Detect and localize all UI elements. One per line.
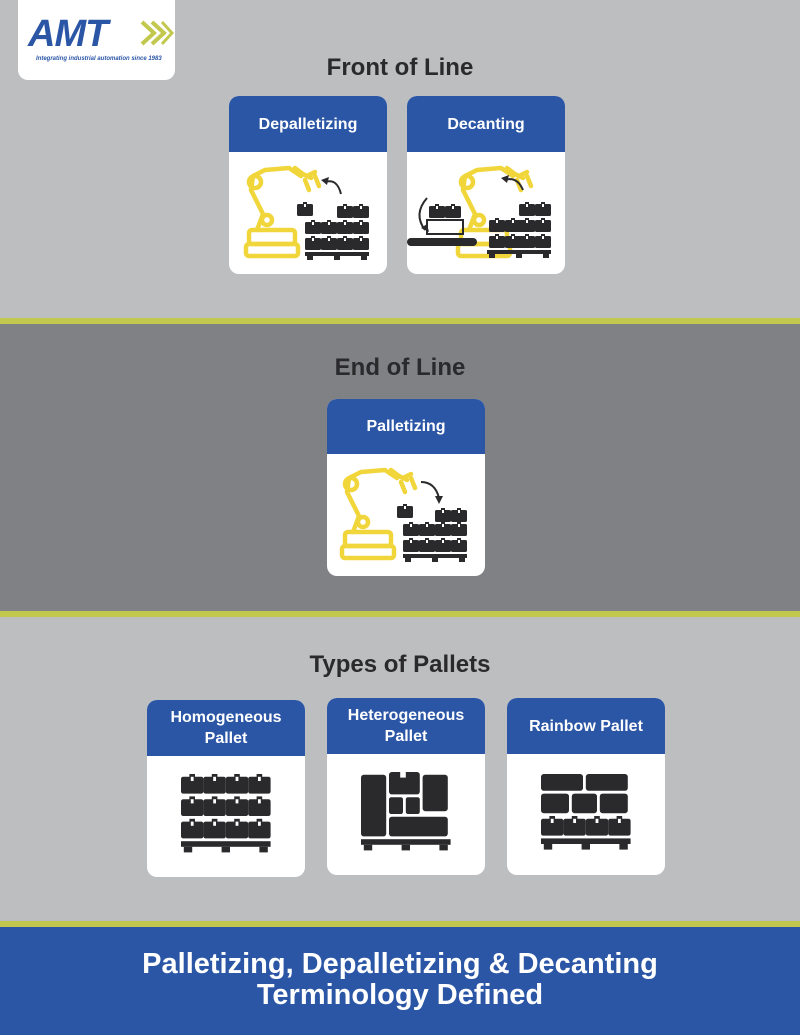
logo-text: AMT [28,13,108,55]
depalletizing-card-label: Depalletizing [229,96,387,152]
depalletizing-card[interactable]: Depalletizing [229,96,387,274]
amt-logo[interactable]: AMT Integrating industrial automation si… [18,0,175,80]
chevron-right-icon [140,20,174,46]
end-of-line-section: End of Line Palletizing [0,324,800,611]
heterogeneous-pallet-card[interactable]: Heterogeneous Pallet [327,698,485,875]
robot-depalletizing-icon [229,158,369,260]
section-divider [0,611,800,617]
palletizing-card[interactable]: Palletizing [327,399,485,576]
types-of-pallets-section: Types of Pallets Homogeneous Pallet Hete [0,617,800,921]
rainbow-pallet-label: Rainbow Pallet [507,698,665,754]
rainbow-pallet-card[interactable]: Rainbow Pallet [507,698,665,875]
homogeneous-pallet-icon [181,774,271,853]
logo-tagline: Integrating industrial automation since … [36,56,162,62]
section-divider [0,318,800,324]
homogeneous-pallet-card[interactable]: Homogeneous Pallet [147,700,305,877]
front-of-line-title: Front of Line [326,54,474,81]
heterogeneous-pallet-icon [361,772,451,851]
homogeneous-pallet-label: Homogeneous Pallet [147,700,305,756]
footer-title-line-1: Palletizing, Depalletizing & Decanting [142,948,658,980]
types-of-pallets-title: Types of Pallets [309,651,491,678]
footer-banner: Palletizing, Depalletizing & Decanting T… [0,927,800,1035]
robot-decanting-icon [407,158,551,268]
decanting-card-label: Decanting [407,96,565,152]
section-divider [0,921,800,927]
footer-title-line-2: Terminology Defined [256,979,544,1011]
rainbow-pallet-icon [541,774,631,850]
palletizing-card-label: Palletizing [327,399,485,454]
front-of-line-section: AMT Integrating industrial automation si… [0,0,800,318]
decanting-card[interactable]: Decanting [407,96,565,274]
end-of-line-title: End of Line [334,354,466,381]
heterogeneous-pallet-label: Heterogeneous Pallet [327,698,485,754]
robot-palletizing-icon [327,460,467,562]
